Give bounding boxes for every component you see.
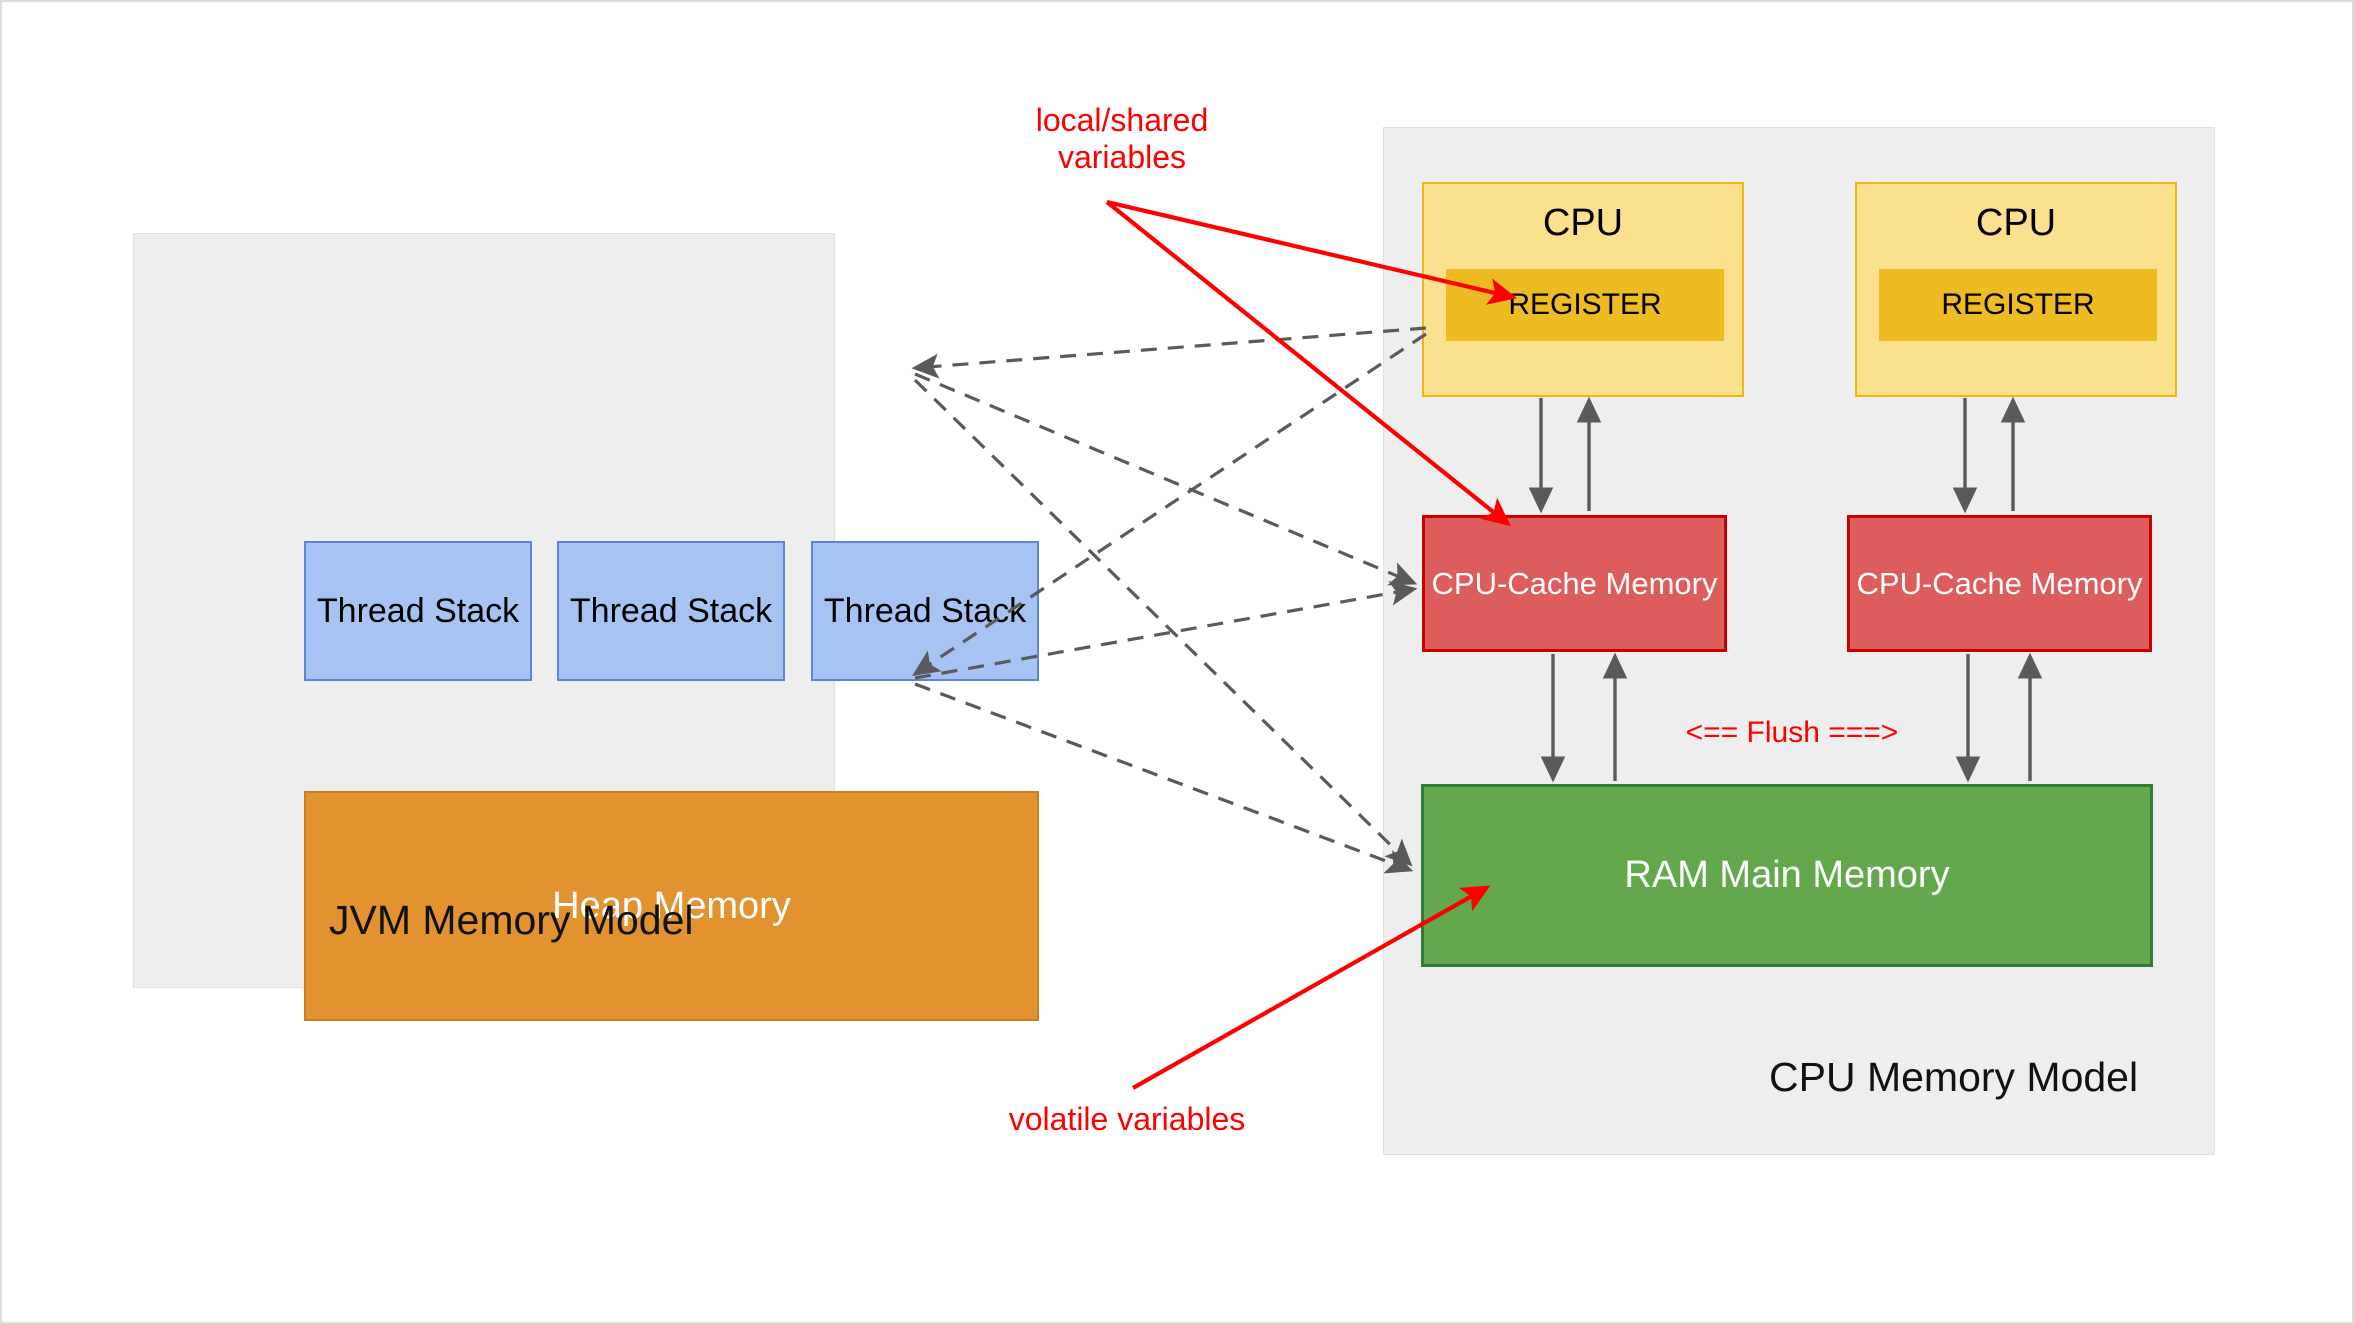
register-box-1[interactable]: REGISTER [1446, 269, 1724, 341]
cpu-label-2: CPU [1975, 202, 2057, 244]
cpu-memory-model-title: CPU Memory Model [1769, 1054, 2139, 1100]
dashed-arrow-register-to-threadstack [911, 326, 1427, 379]
cpu-cache-memory-box-1[interactable]: CPU-Cache Memory [1422, 515, 1727, 652]
thread-stack-box-2[interactable]: Thread Stack [557, 541, 785, 681]
cpu-box-1[interactable]: CPU REGISTER [1422, 182, 1744, 397]
annotation-flush-label: <== Flush ===> [1685, 716, 1899, 749]
annotation-local-shared-variables: local/shared variables [1035, 102, 1209, 175]
thread-stack-box-1[interactable]: Thread Stack [304, 541, 532, 681]
jvm-memory-model-panel: Thread Stack Thread Stack Thread Stack H… [133, 233, 1039, 1021]
jvm-memory-model-title: JVM Memory Model [329, 897, 694, 943]
annotation-volatile-variables: volatile variables [1008, 1101, 1246, 1137]
register-box-2[interactable]: REGISTER [1879, 269, 2157, 341]
cpu-cache-memory-box-2[interactable]: CPU-Cache Memory [1847, 515, 2152, 652]
cpu-label-1: CPU [1542, 202, 1624, 244]
ram-main-memory-box[interactable]: RAM Main Memory [1421, 784, 2153, 967]
cpu-box-2[interactable]: CPU REGISTER [1855, 182, 2177, 397]
thread-stack-box-3[interactable]: Thread Stack [811, 541, 1039, 681]
